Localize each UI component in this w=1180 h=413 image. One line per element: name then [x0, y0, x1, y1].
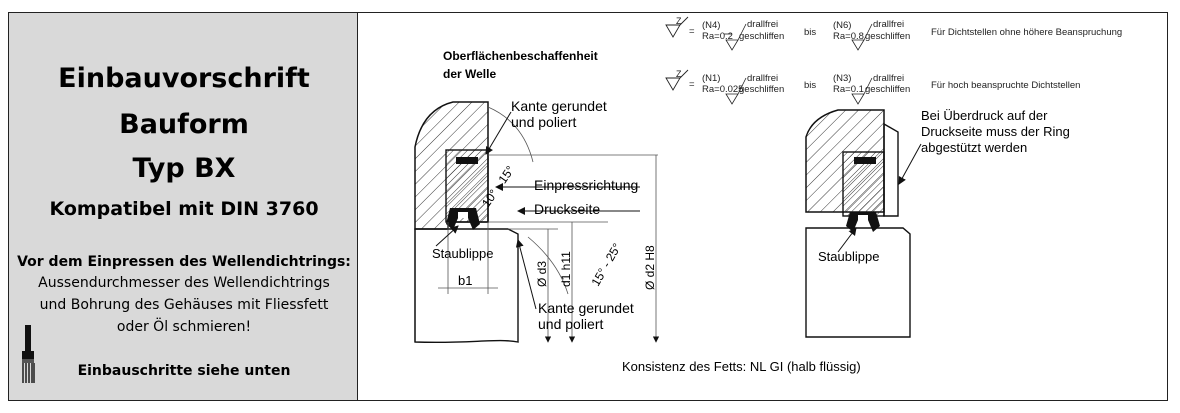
label-b1: b1 — [458, 273, 472, 288]
label-dust-lip-right: Staublippe — [818, 249, 879, 264]
label-overpressure-line-3: abgestützt werden — [921, 140, 1027, 155]
legend-low-frac-bottom: geschliffen — [739, 31, 784, 42]
legend-high-frac-bottom: geschliffen — [865, 31, 910, 42]
title-line-1: Einbauvorschrift — [58, 63, 310, 94]
grease-note: Konsistenz des Fetts: NL GI (halb flüssi… — [622, 359, 861, 374]
label-angle-bottom: 15° - 25° — [588, 241, 624, 289]
legend-low-class: (N4) — [702, 20, 720, 31]
label-d3: Ø d3 — [535, 261, 549, 287]
legend-high-frac-top: drallfrei — [873, 19, 904, 30]
legend-low-frac-top: drallfrei — [747, 73, 778, 84]
instruction-line-2: und Bohrung des Gehäuses mit Fliessfett — [39, 297, 329, 313]
title-line-3: Typ BX — [132, 153, 236, 184]
legend-note-1: Für Dichtstellen ohne höhere Beanspruchu… — [931, 27, 1122, 38]
surface-heading-line-1: Oberflächenbeschaffenheit — [443, 49, 598, 63]
legend-z: Z — [676, 69, 682, 79]
label-pressure-side: Druckseite — [534, 201, 600, 217]
legend-eq: = — [689, 26, 695, 37]
legend-bis: bis — [804, 80, 816, 91]
instruction-line-1: Aussendurchmesser des Wellendichtrings — [38, 275, 330, 291]
info-panel: Einbauvorschrift Bauform Typ BX Kompatib… — [8, 12, 358, 401]
surface-heading-line-2: der Welle — [443, 67, 496, 81]
instruction-heading: Vor dem Einpressen des Wellendichtrings: — [17, 254, 351, 270]
label-edge-top-line-2: und poliert — [511, 114, 576, 130]
surface-symbol-icon — [851, 39, 865, 51]
legend-note-2: Für hoch beanspruchte Dichtstellen — [931, 80, 1080, 91]
subtitle: Kompatibel mit DIN 3760 — [49, 198, 319, 220]
label-edge-bottom-line-1: Kante gerundet — [538, 300, 634, 316]
legend-high-ra: Ra=0.1 — [833, 84, 864, 95]
diagram-frame — [8, 12, 1168, 401]
legend-high-frac-bottom: geschliffen — [865, 84, 910, 95]
label-edge-top-line-1: Kante gerundet — [511, 98, 607, 114]
paint-brush-icon — [22, 325, 35, 383]
surface-symbol-icon — [725, 93, 739, 105]
surface-symbol-icon — [665, 77, 681, 91]
legend-low-ra: Ra=0.025 — [702, 84, 743, 95]
label-d2: Ø d2 H8 — [643, 245, 657, 290]
legend-eq: = — [689, 79, 695, 90]
surface-symbol-icon — [665, 24, 681, 38]
surface-legend-row-2: Z = (N1) Ra=0.025 drallfrei geschliffen … — [665, 69, 1080, 105]
instruction-line-3: oder Öl schmieren! — [116, 319, 252, 335]
legend-high-class: (N6) — [833, 20, 851, 31]
surface-symbol-icon — [851, 93, 865, 105]
label-overpressure-line-1: Bei Überdruck auf der — [921, 108, 1048, 123]
label-press-direction: Einpressrichtung — [534, 177, 638, 193]
legend-low-ra: Ra=0.2 — [702, 31, 733, 42]
label-overpressure-line-2: Druckseite muss der Ring — [921, 124, 1070, 139]
surface-symbol-icon — [725, 39, 739, 51]
legend-high-ra: Ra=0.8 — [833, 31, 864, 42]
steps-note: Einbauschritte siehe unten — [77, 363, 291, 379]
title-line-2: Bauform — [119, 109, 249, 140]
label-dust-lip: Staublippe — [432, 246, 493, 261]
legend-high-class: (N3) — [833, 73, 851, 84]
label-edge-bottom-line-2: und poliert — [538, 316, 603, 332]
legend-low-class: (N1) — [702, 73, 720, 84]
right-cross-section — [805, 109, 911, 338]
legend-bis: bis — [804, 27, 816, 38]
installation-drawing: Oberflächenbeschaffenheit der Welle Z = … — [414, 16, 1122, 374]
legend-z: Z — [676, 16, 682, 26]
surface-legend-row-1: Z = (N4) Ra=0.2 drallfrei geschliffen bi… — [665, 16, 1122, 51]
label-d1: d1 h11 — [559, 251, 573, 287]
legend-low-frac-top: drallfrei — [747, 19, 778, 30]
legend-low-frac-bottom: geschliffen — [739, 84, 784, 95]
legend-high-frac-top: drallfrei — [873, 73, 904, 84]
